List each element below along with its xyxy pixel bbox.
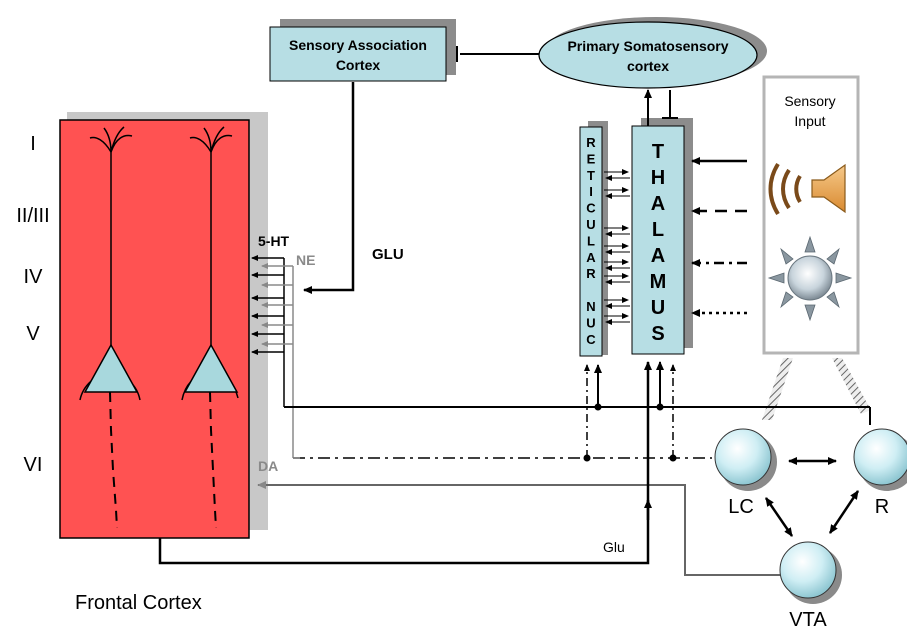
reticular-letter: R: [586, 266, 596, 281]
primary-somatosensory-label-2: cortex: [627, 58, 669, 74]
glu-label-lower: Glu: [603, 539, 625, 555]
junction-dot: [594, 403, 602, 411]
frontal-cortex-label: Frontal Cortex: [75, 592, 202, 614]
layer-label-2: II/III: [16, 205, 49, 227]
association-to-cortex-projection: [303, 82, 355, 294]
pyramidal-neuron-right: [181, 126, 239, 529]
ventral-tegmental-area: [779, 541, 842, 604]
junction-dot: [669, 454, 677, 462]
dopamine-label: DA: [258, 458, 278, 474]
somatosensory-to-association-projection: [456, 46, 539, 62]
layer-label-3: IV: [24, 266, 44, 288]
serotonin-label: 5-HT: [258, 233, 290, 249]
cortex-block: [59, 119, 250, 539]
frontal-cortex: [59, 112, 268, 539]
thalamocortical-projection: [644, 89, 678, 126]
corticothalamic-glu-pathway: [158, 361, 652, 565]
sensory-association-label-2: Cortex: [336, 57, 381, 73]
sensory-association-cortex: Sensory Association Cortex: [269, 19, 456, 82]
thalamus-letter: A: [651, 245, 665, 267]
reticular-letter: C: [586, 201, 596, 216]
serotonin-projection: [251, 255, 285, 407]
lc-norepinephrine-pathway: [293, 364, 712, 459]
reticular-letter: U: [586, 315, 595, 330]
thalamus-letter: S: [651, 323, 664, 345]
vta-label: VTA: [789, 609, 827, 631]
reticular-letter: N: [586, 299, 595, 314]
primary-somatosensory-cortex: Primary Somatosensory cortex: [538, 17, 767, 89]
thalamus-letter: A: [651, 193, 665, 215]
thalamus-letter: U: [651, 297, 665, 319]
vta-dopamine-pathway: [257, 481, 780, 576]
glu-label-upper: GLU: [372, 246, 404, 263]
speaker-icon: [768, 162, 846, 216]
thalamus-letter: H: [651, 167, 665, 189]
locus-coeruleus: [714, 428, 777, 491]
reticular-letter: T: [587, 168, 595, 183]
reticular-letter: A: [586, 250, 596, 265]
sensory-input-label-2: Input: [794, 113, 825, 129]
layer-label-5: VI: [24, 454, 43, 476]
sensory-association-label-1: Sensory Association: [289, 37, 427, 53]
reticular-letter: R: [586, 135, 596, 150]
raphe-serotonin-pathway: [284, 361, 871, 425]
primary-somatosensory-label-1: Primary Somatosensory: [567, 38, 728, 54]
reticular-letter: C: [586, 332, 596, 347]
r-label: R: [875, 496, 889, 518]
reticular-letter: L: [587, 233, 595, 248]
raphe-nucleus: [853, 428, 907, 491]
thalamus-letter: T: [652, 141, 664, 163]
junction-dot: [583, 454, 591, 462]
junction-dot: [656, 403, 664, 411]
sensory-input-arrows: [691, 157, 747, 317]
reticular-thalamus-connections: [604, 169, 630, 325]
inter-nuclei-connections: [764, 457, 860, 537]
sensory-input-panel: Sensory Input: [762, 75, 860, 355]
reticular-letter: I: [589, 184, 593, 199]
reticular-letter: U: [586, 217, 595, 232]
sensory-to-nuclei-connectors: [762, 358, 871, 420]
thalamus-letter: M: [650, 271, 667, 293]
sensory-input-label-1: Sensory: [784, 93, 835, 109]
pyramidal-neuron-left: [79, 126, 141, 529]
layer-label-4: V: [26, 323, 40, 345]
norepinephrine-label: NE: [296, 252, 315, 268]
norepinephrine-projection: [261, 263, 294, 458]
lc-label: LC: [728, 496, 754, 518]
light-icon: [767, 235, 853, 322]
reticular-letter: E: [587, 151, 596, 166]
layer-label-1: I: [30, 133, 36, 155]
thalamus-letter: L: [652, 219, 664, 241]
